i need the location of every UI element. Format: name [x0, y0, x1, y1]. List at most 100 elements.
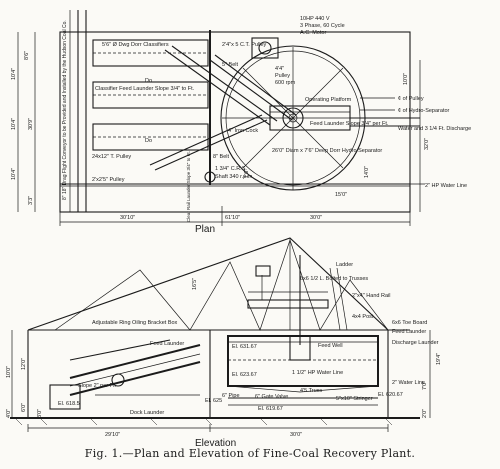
- label-stringer: 5"x10" Stringer: [336, 396, 373, 402]
- rake-diagonal-2: [242, 67, 344, 169]
- dim-8-6: 8'6": [24, 51, 30, 60]
- dim-30-0: 30'0": [310, 215, 322, 221]
- label-truss: 4'5 Truss: [300, 388, 322, 394]
- label-ct-small: 2'x2'5" Pulley: [92, 177, 125, 183]
- dim-32-0: 32'0": [424, 138, 430, 150]
- label-ditto-2: Do: [145, 138, 152, 144]
- dim-elev-2-0: 2'0": [422, 409, 428, 418]
- dim-10-4-b: 10'4": [11, 118, 17, 130]
- ladder-rail-1: [329, 267, 341, 331]
- dim-elev-10-0: 10'0": [6, 366, 12, 378]
- label-iron-cock: 4" Iron Cock: [228, 128, 258, 134]
- label-slope: Slope 2" per Ft.: [78, 383, 116, 389]
- label-toe-board: 6x6 Toe Board: [392, 320, 427, 326]
- label-motor-type: A.C. Motor: [300, 30, 326, 36]
- ladder-rail-2: [336, 267, 348, 331]
- label-operating-platform: Operating Platform: [305, 97, 352, 103]
- feed-well: [289, 335, 311, 361]
- dim-15-0: 15'0": [335, 192, 347, 198]
- label-cr-shaft: 1 3/4" C.R.S.: [215, 166, 247, 172]
- label-hydro-center: ¢ of Hydro-Separator: [398, 108, 450, 114]
- label-el-water: El. 623.67: [232, 372, 257, 378]
- label-gate: 6" Gate Valve: [255, 394, 288, 400]
- label-post: 4x4 Post: [352, 314, 374, 320]
- elevation-title: Elevation: [195, 438, 236, 449]
- figure-caption: Fig. 1.—Plan and Elevation of Fine-Coal …: [84, 447, 416, 460]
- label-clear: Clear Rail Launder Slope 3/4" to Ft.: [186, 151, 191, 222]
- label-feed-launder: Classifier Feed Launder Slope 3/4" to Ft…: [95, 86, 195, 92]
- label-pulley: Pulley: [275, 73, 290, 79]
- roof-truss: [54, 239, 291, 331]
- label-ct-pulley: 2'4"x 5 C.T. Pulley: [222, 42, 267, 48]
- motor-box: [251, 37, 279, 59]
- belt-line-1: [209, 59, 293, 121]
- tank-cone: [227, 385, 379, 393]
- shaft-pulley: [204, 171, 216, 183]
- label-rpm: 600 rpm: [275, 80, 296, 86]
- motor-icon: [258, 41, 272, 55]
- label-belt-8: 8" Belt: [213, 154, 229, 160]
- hatch-3: [89, 417, 98, 426]
- elevation-view: [10, 237, 431, 432]
- label-tpulley: 24x12" T. Pulley: [92, 154, 131, 160]
- hatch-6: [259, 417, 268, 426]
- dim-elev-3-0: 3'0": [37, 409, 43, 418]
- dim-10-4-a: 10'4": [11, 68, 17, 80]
- label-pulley-center: ¢ of Pulley: [398, 96, 424, 102]
- label-feed-launder-left: Feed Launder: [150, 341, 184, 347]
- dim-29-10: 29'10": [105, 432, 120, 438]
- dim-10-0: 10'0": [403, 73, 409, 85]
- dim-10-4-c: 10'4": [11, 168, 17, 180]
- dim-elev-4-0: 4'0": [6, 409, 12, 418]
- dim-61-10: 61'10": [225, 215, 240, 221]
- dim-14-0: 14'0": [364, 166, 370, 178]
- label-water-discharge: Water and 3 1/4 Ft. Discharge: [398, 126, 471, 132]
- hatch-7: [319, 417, 328, 426]
- hatch-8: [384, 417, 393, 426]
- label-handrail: 2"x4" Hand Rail: [352, 293, 390, 299]
- classifier-elevation-top: [69, 344, 201, 379]
- label-el-619: El. 619.67: [258, 406, 283, 412]
- label-water-line-elev: 2" Water Line: [392, 380, 425, 386]
- label-pipe: 6" Pipe: [222, 393, 240, 399]
- plan-text: 5'6" Ø Dwg Dorr Classifiers 2'4"x 5 C.T.…: [11, 16, 471, 235]
- classifier-box: [49, 384, 81, 410]
- label-el-618: El. 618.5: [58, 401, 80, 407]
- label-dock-launder: Dock Launder: [130, 410, 164, 416]
- rake-arm: [69, 339, 171, 361]
- launder-diagonal-1: [164, 49, 271, 126]
- hatch-1: [14, 417, 23, 426]
- label-shaft-rpm: Shaft 340 r.p.m.: [215, 174, 254, 180]
- label-ditto-1: Do: [145, 78, 152, 84]
- label-motor-spec: 3 Phase, 60 Cycle: [300, 23, 345, 29]
- dim-3-3: 3'3": [28, 196, 34, 205]
- dim-1-6: 1'6": [244, 169, 250, 178]
- belt-line-2: [214, 54, 297, 116]
- label-ladder: Ladder: [336, 262, 353, 268]
- hatch-2: [39, 417, 48, 426]
- label-feed-launder-right: Feed Launder Slope 3/4" per Ft.: [310, 121, 389, 127]
- plan-view: [17, 10, 425, 226]
- label-hp-water: 1 1/2" HP Water Line: [292, 370, 343, 376]
- label-classifiers: 5'6" Ø Dwg Dorr Classifiers: [102, 42, 169, 48]
- launder-diagonal-3: [149, 114, 263, 166]
- plan-title: Plan: [195, 224, 215, 235]
- classifier-elevation-bottom: [69, 361, 201, 396]
- ground-hatching: [14, 417, 393, 426]
- roof-truss-right: [289, 239, 389, 331]
- label-belt: 5" Belt: [222, 62, 238, 68]
- oiling-bracket-icon: [111, 373, 125, 387]
- label-platform: 6x6 1/2 L. Bolted to Trusses: [300, 276, 368, 282]
- dim-elev-7-0: 7'0": [422, 381, 428, 390]
- dim-elev-30-0: 30'0": [290, 432, 302, 438]
- label-conveyor: 8" 18" Drag Flight Conveyor to be Provid…: [62, 20, 68, 200]
- elevation-text: Ladder 6x6 1/2 L. Bolted to Trusses 2"x4…: [6, 262, 442, 449]
- dim-elev-12-0: 12'0": [21, 358, 27, 370]
- label-roof: 16'5": [192, 278, 198, 290]
- dim-elev-6-0: 6'0": [21, 403, 27, 412]
- label-el-620: El. 620.67: [378, 392, 403, 398]
- hatch-4: [149, 417, 158, 426]
- label-discharge-launder: Discharge Launder: [392, 340, 439, 346]
- classifier-centerline: [69, 353, 201, 387]
